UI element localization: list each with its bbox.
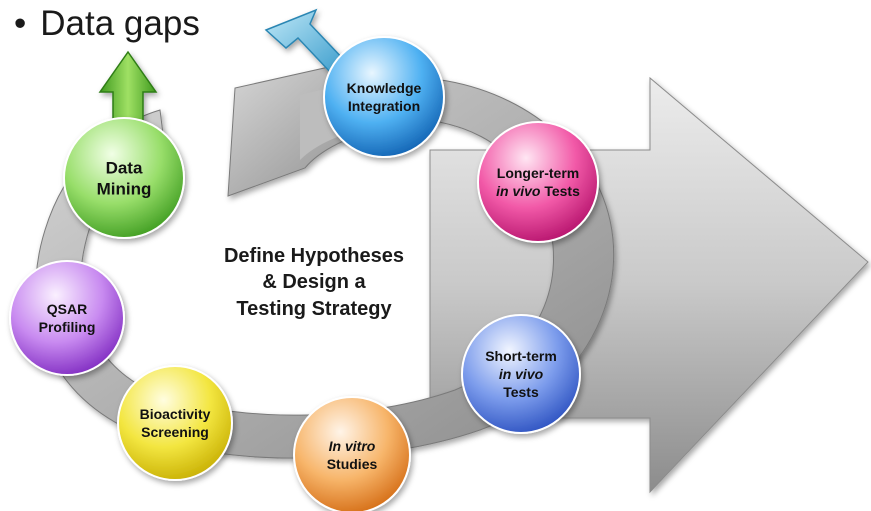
- center-line-2: & Design a: [262, 271, 366, 293]
- bullet-heading: • Data gaps: [14, 4, 200, 44]
- node-longer-term-in-vivo-tests: Longer-term in vivo Tests: [477, 121, 599, 243]
- node-circle: [9, 260, 125, 376]
- bullet-text: Data gaps: [40, 4, 200, 43]
- center-line-3: Testing Strategy: [236, 298, 392, 320]
- node-label-line: Profiling: [39, 319, 96, 335]
- node-label-line: in vivo Tests: [496, 183, 580, 199]
- node-qsar-profiling: QSAR Profiling: [9, 260, 125, 376]
- node-circle: [117, 365, 233, 481]
- node-label-line: Studies: [327, 456, 378, 472]
- center-line-1: Define Hypotheses: [224, 245, 404, 267]
- node-circle: [477, 121, 599, 243]
- node-circle: [63, 117, 185, 239]
- bullet-marker: •: [14, 4, 27, 43]
- node-label-line: Screening: [141, 424, 209, 440]
- node-circle: [293, 396, 411, 511]
- node-label-line: in vivo: [499, 366, 544, 382]
- node-label-line: Integration: [348, 98, 420, 114]
- node-label-line: In vitro: [329, 438, 376, 454]
- node-label-line: Bioactivity: [140, 406, 211, 422]
- node-label-line: Knowledge: [347, 80, 422, 96]
- node-label-line: Data: [106, 158, 143, 177]
- node-label-line: QSAR: [47, 301, 87, 317]
- node-label-line: Mining: [97, 179, 152, 198]
- node-label-line: Tests: [503, 384, 539, 400]
- node-label-line: Short-term: [485, 348, 557, 364]
- node-circle: [323, 36, 445, 158]
- node-label-line: Longer-term: [497, 165, 579, 181]
- node-circle: [461, 314, 581, 434]
